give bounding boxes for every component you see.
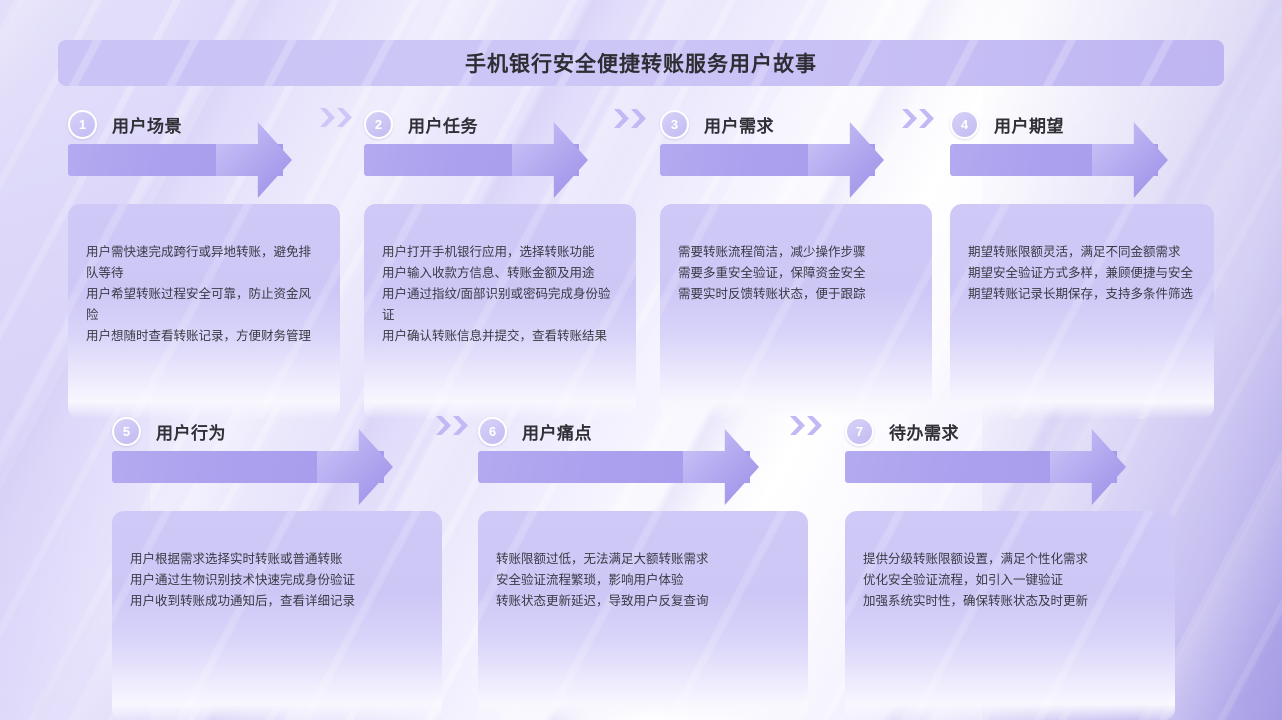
chevron-right-icon <box>453 416 468 435</box>
card-body-text: 转账限额过低，无法满足大额转账需求 安全验证流程繁琐，影响用户体验 转账状态更新… <box>496 552 709 608</box>
title-banner: 手机银行安全便捷转账服务用户故事 <box>58 40 1224 86</box>
card-user-task[interactable]: 2 用户任务 用户打开手机银行应用，选择转账功能 用户输入收款方信息、转账金额及… <box>364 104 664 419</box>
card-user-behavior[interactable]: 5 用户行为 用户根据需求选择实时转账或普通转账 用户通过生物识别技术快速完成身… <box>112 411 462 720</box>
chevron-right-icon <box>790 416 805 435</box>
chevron-right-icon <box>631 109 646 128</box>
card-pending-requirement[interactable]: 7 待办需求 提供分级转账限额设置，满足个性化需求 优化安全验证流程，如引入一键… <box>845 411 1195 720</box>
arrow-band <box>112 429 452 505</box>
card-user-painpoint[interactable]: 6 用户痛点 转账限额过低，无法满足大额转账需求 安全验证流程繁琐，影响用户体验… <box>478 411 828 720</box>
chevron-right-icon <box>919 109 934 128</box>
card-user-requirement[interactable]: 3 用户需求 需要转账流程简洁，减少操作步骤 需要多重安全验证，保障资金安全 需… <box>660 104 960 419</box>
chevron-right-icon <box>614 109 629 128</box>
page-title: 手机银行安全便捷转账服务用户故事 <box>465 53 817 76</box>
arrow-band <box>478 429 818 505</box>
card-number-badge: 2 <box>364 109 393 139</box>
card-title: 用户痛点 <box>522 423 592 443</box>
chevron-right-icon <box>902 109 917 128</box>
card-header: 5 用户行为 <box>112 411 462 451</box>
card-body-text: 用户打开手机银行应用，选择转账功能 用户输入收款方信息、转账金额及用途 用户通过… <box>382 245 611 343</box>
card-number-badge: 3 <box>660 109 689 139</box>
arrow-band <box>845 429 1185 505</box>
card-header: 2 用户任务 <box>364 104 664 144</box>
chevron-separator-3-4 <box>902 109 934 128</box>
card-body: 提供分级转账限额设置，满足个性化需求 优化安全验证流程，如引入一键验证 加强系统… <box>845 511 1175 720</box>
card-body: 期望转账限额灵活，满足不同金额需求 期望安全验证方式多样，兼顾便捷与安全 期望转… <box>950 204 1214 419</box>
card-title: 待办需求 <box>889 423 959 443</box>
chevron-right-icon <box>436 416 451 435</box>
card-user-scenario[interactable]: 1 用户场景 用户需快速完成跨行或异地转账，避免排队等待 用户希望转账过程安全可… <box>68 104 368 419</box>
chevron-right-icon <box>320 108 335 127</box>
arrow-band <box>364 122 644 198</box>
card-title: 用户期望 <box>994 116 1064 136</box>
card-title: 用户任务 <box>408 116 478 136</box>
card-number-badge: 4 <box>950 109 979 139</box>
card-number-badge: 5 <box>112 416 141 446</box>
chevron-separator-6-7 <box>790 416 822 435</box>
card-body-text: 用户根据需求选择实时转账或普通转账 用户通过生物识别技术快速完成身份验证 用户收… <box>130 552 356 608</box>
arrow-band <box>68 122 348 198</box>
card-header: 1 用户场景 <box>68 104 368 144</box>
card-title: 用户行为 <box>156 423 226 443</box>
chevron-separator-2-3 <box>614 109 646 128</box>
card-number-badge: 1 <box>68 109 97 139</box>
card-body-text: 需要转账流程简洁，减少操作步骤 需要多重安全验证，保障资金安全 需要实时反馈转账… <box>678 245 866 301</box>
card-number-badge: 6 <box>478 416 507 446</box>
card-title: 用户场景 <box>112 116 182 136</box>
card-body-text: 提供分级转账限额设置，满足个性化需求 优化安全验证流程，如引入一键验证 加强系统… <box>863 552 1089 608</box>
card-user-expectation[interactable]: 4 用户期望 期望转账限额灵活，满足不同金额需求 期望安全验证方式多样，兼顾便捷… <box>950 104 1240 419</box>
card-body: 用户根据需求选择实时转账或普通转账 用户通过生物识别技术快速完成身份验证 用户收… <box>112 511 442 720</box>
card-body: 用户打开手机银行应用，选择转账功能 用户输入收款方信息、转账金额及用途 用户通过… <box>364 204 636 419</box>
arrow-band <box>660 122 940 198</box>
card-body: 转账限额过低，无法满足大额转账需求 安全验证流程繁琐，影响用户体验 转账状态更新… <box>478 511 808 720</box>
card-number-badge: 7 <box>845 416 874 446</box>
card-body-text: 期望转账限额灵活，满足不同金额需求 期望安全验证方式多样，兼顾便捷与安全 期望转… <box>968 245 1194 301</box>
chevron-right-icon <box>337 108 352 127</box>
card-header: 4 用户期望 <box>950 104 1240 144</box>
card-body: 用户需快速完成跨行或异地转账，避免排队等待 用户希望转账过程安全可靠，防止资金风… <box>68 204 340 419</box>
chevron-separator-5-6 <box>436 416 468 435</box>
chevron-separator-1-2 <box>320 108 352 127</box>
chevron-right-icon <box>807 416 822 435</box>
card-header: 7 待办需求 <box>845 411 1195 451</box>
card-header: 6 用户痛点 <box>478 411 828 451</box>
arrow-band <box>950 122 1222 198</box>
card-body: 需要转账流程简洁，减少操作步骤 需要多重安全验证，保障资金安全 需要实时反馈转账… <box>660 204 932 419</box>
card-title: 用户需求 <box>704 116 774 136</box>
card-body-text: 用户需快速完成跨行或异地转账，避免排队等待 用户希望转账过程安全可靠，防止资金风… <box>86 245 312 343</box>
